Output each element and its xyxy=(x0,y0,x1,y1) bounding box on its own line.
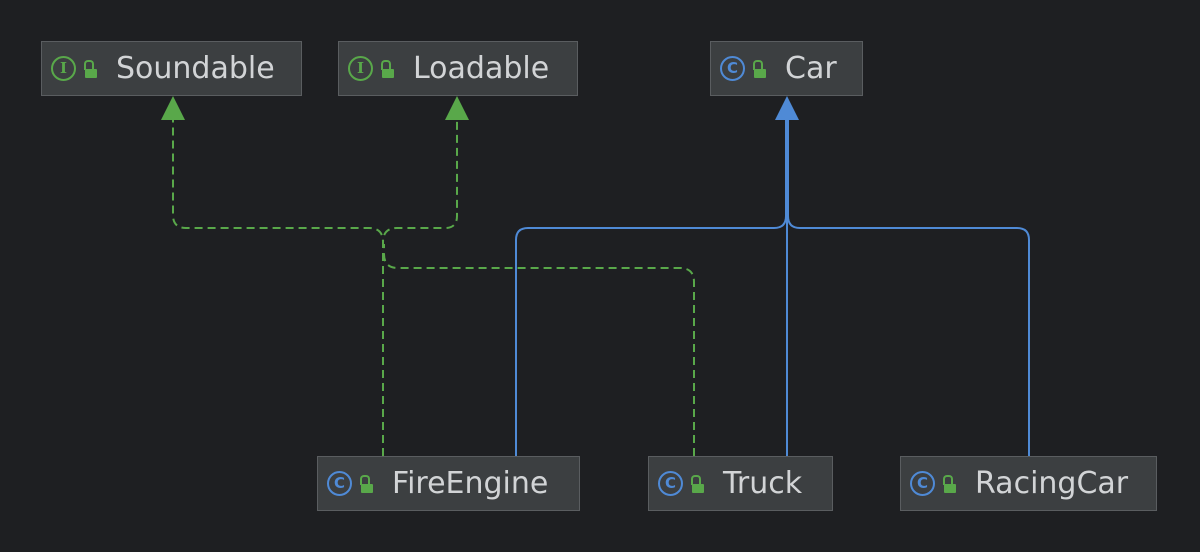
node-label: Car xyxy=(785,51,837,86)
public-lock-icon xyxy=(82,59,98,79)
extends-edges xyxy=(515,116,1030,456)
loadable-arrowhead xyxy=(445,96,469,120)
edge-racingcar-extends-car xyxy=(787,116,1030,456)
implements-edges xyxy=(172,118,695,456)
soundable-arrowhead xyxy=(161,96,185,120)
node-loadable[interactable]: I Loadable xyxy=(338,41,578,96)
node-truck[interactable]: C Truck xyxy=(648,456,833,511)
edge-fireengine-implements-soundable xyxy=(172,118,384,456)
public-lock-icon xyxy=(941,474,957,494)
edge-fireengine-extends-car xyxy=(515,116,787,456)
interface-icon: I xyxy=(348,56,373,81)
node-label: Truck xyxy=(723,466,803,501)
node-label: Soundable xyxy=(116,51,275,86)
public-lock-icon xyxy=(379,59,395,79)
public-lock-icon xyxy=(358,474,374,494)
node-label: FireEngine xyxy=(392,466,549,501)
node-racingcar[interactable]: C RacingCar xyxy=(900,456,1157,511)
node-label: Loadable xyxy=(413,51,550,86)
class-icon: C xyxy=(910,471,935,496)
class-icon: C xyxy=(327,471,352,496)
node-soundable[interactable]: I Soundable xyxy=(41,41,302,96)
interface-icon: I xyxy=(51,56,76,81)
node-fireengine[interactable]: C FireEngine xyxy=(317,456,580,511)
car-arrowhead xyxy=(775,96,799,120)
edge-truck-implements-soundable xyxy=(383,244,695,456)
public-lock-icon xyxy=(689,474,705,494)
class-icon: C xyxy=(720,56,745,81)
public-lock-icon xyxy=(751,59,767,79)
edge-fireengine-implements-loadable xyxy=(382,118,458,456)
class-icon: C xyxy=(658,471,683,496)
node-car[interactable]: C Car xyxy=(710,41,863,96)
node-label: RacingCar xyxy=(975,466,1129,501)
